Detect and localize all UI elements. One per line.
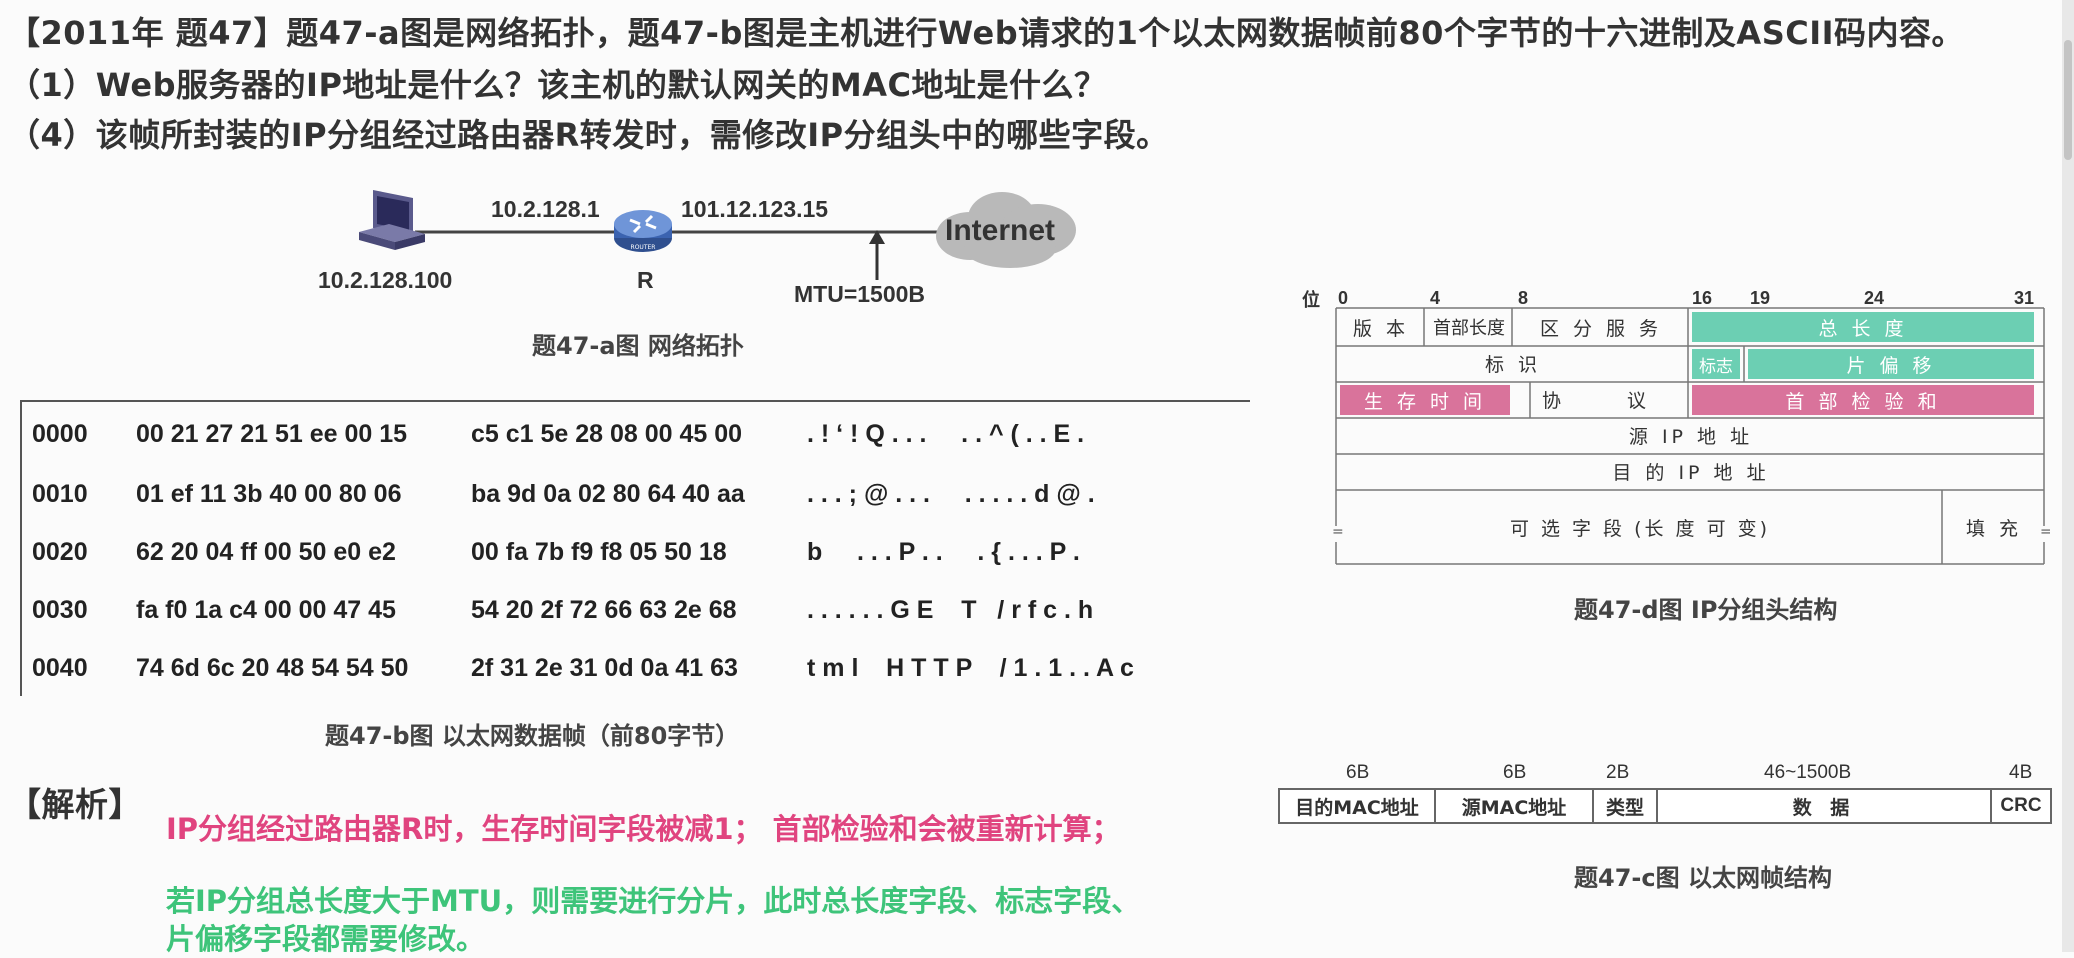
bit-number: 31 xyxy=(2014,288,2035,308)
hex-bytes-1: 74 6d 6c 20 48 54 54 50 xyxy=(136,654,409,682)
hex-offset: 0020 xyxy=(32,538,88,566)
hex-ascii: . ! ‘ ! Q . . . . . ^ ( . . E . xyxy=(807,420,1085,448)
router-label: R xyxy=(637,267,654,293)
ip-field-source-address: 源 IP 地 址 xyxy=(1628,425,1754,448)
ip-field-tos: 区 分 服 务 xyxy=(1539,317,1663,340)
hex-bytes-1: 00 21 27 21 51 ee 00 15 xyxy=(136,420,408,448)
hex-ascii: b . . . P . . . { . . . P . xyxy=(807,538,1080,566)
hex-ascii: . . . . . . G E T / r f c . h xyxy=(807,596,1094,624)
ip-field-destination-address: 目 的 IP 地 址 xyxy=(1612,461,1770,484)
bit-number: 24 xyxy=(1864,288,1885,308)
bit-number: 19 xyxy=(1750,288,1771,308)
analysis-line-1: IP分组经过路由器R时，生存时间字段被减1； 首部检验和会被重新计算； xyxy=(166,812,1121,846)
svg-text:=: = xyxy=(2040,524,2050,540)
eth-field-data: 数 据 xyxy=(1658,790,1992,822)
analysis-line-2: 若IP分组总长度大于MTU，则需要进行分片，此时总长度字段、标志字段、 xyxy=(166,884,1141,918)
ip-field-fragment-offset: 片 偏 移 xyxy=(1748,349,2034,379)
eth-frame-box: 目的MAC地址 源MAC地址 类型 数 据 CRC xyxy=(1278,788,2052,824)
internet-label: Internet xyxy=(945,214,1056,247)
mtu-label: MTU=1500B xyxy=(794,281,926,307)
topology-lines xyxy=(415,230,960,280)
router-badge: ROUTER xyxy=(631,244,656,251)
eth-size-label: 2B xyxy=(1606,762,1630,783)
hex-ascii: . . . ; @ . . . . . . . . d @ . xyxy=(807,480,1095,508)
bit-number: 16 xyxy=(1692,288,1713,308)
ip-field-version: 版 本 xyxy=(1352,317,1410,340)
hex-offset: 0010 xyxy=(32,480,88,508)
hex-bytes-2: 54 20 2f 72 66 63 2e 68 xyxy=(471,596,737,624)
hex-bytes-1: 62 20 04 ff 00 50 e0 e2 xyxy=(136,538,396,566)
scrollbar-thumb[interactable] xyxy=(2064,40,2072,160)
hex-bytes-2: c5 c1 5e 28 08 00 45 00 xyxy=(471,420,743,448)
topology-caption: 题47-a图 网络拓扑 xyxy=(532,332,744,360)
ip-field-protocol: 协 议 xyxy=(1541,389,1677,412)
hexdump-left-border xyxy=(20,400,22,696)
ip-field-total-length: 总 长 度 xyxy=(1692,312,2034,342)
svg-text:=: = xyxy=(1332,524,1344,540)
hex-offset: 0040 xyxy=(32,654,88,682)
router-right-ip: 101.12.123.15 xyxy=(681,196,829,222)
scrollbar-track[interactable] xyxy=(2062,0,2074,952)
bit-label: 位 xyxy=(1302,290,1320,311)
eth-frame-caption: 题47-c图 以太网帧结构 xyxy=(1574,864,1832,892)
analysis-line-3: 片偏移字段都需要修改。 xyxy=(166,922,486,956)
analysis-label: 【解析】 xyxy=(8,785,142,824)
bit-number: 8 xyxy=(1518,288,1529,308)
hex-offset: 0030 xyxy=(32,596,88,624)
hex-bytes-1: fa f0 1a c4 00 00 47 45 xyxy=(136,596,396,624)
ip-field-flags: 标志 xyxy=(1692,349,1740,379)
eth-field-src-mac: 源MAC地址 xyxy=(1436,790,1594,822)
hex-offset: 0000 xyxy=(32,420,88,448)
eth-field-type: 类型 xyxy=(1594,790,1658,822)
host-computer-icon xyxy=(359,190,425,250)
hex-bytes-1: 01 ef 11 3b 40 00 80 06 xyxy=(136,480,402,508)
question-4: （4）该帧所封装的IP分组经过路由器R转发时，需修改IP分组头中的哪些字段。 xyxy=(8,116,1169,154)
internet-cloud-icon xyxy=(936,192,1076,268)
eth-field-crc: CRC xyxy=(2000,795,2042,816)
bit-number: 4 xyxy=(1430,288,1441,308)
ip-field-ihl: 首部长度 xyxy=(1433,318,1505,339)
ip-field-ttl: 生 存 时 间 xyxy=(1340,385,1510,415)
router-icon: ROUTER xyxy=(614,210,672,252)
hex-ascii: t m l H T T P / 1 . 1 . . A c xyxy=(807,654,1134,682)
ip-field-checksum: 首 部 检 验 和 xyxy=(1692,385,2034,415)
hexdump-top-border xyxy=(20,400,1250,402)
eth-field-dest-mac: 目的MAC地址 xyxy=(1280,790,1436,822)
mtu-arrow-head xyxy=(869,230,885,244)
ip-field-options: 可 选 字 段 (长 度 可 变) xyxy=(1509,517,1771,540)
router-left-ip: 10.2.128.1 xyxy=(491,196,600,222)
eth-size-label: 46~1500B xyxy=(1764,762,1852,783)
host-ip: 10.2.128.100 xyxy=(318,267,453,293)
hex-bytes-2: 2f 31 2e 31 0d 0a 41 63 xyxy=(471,654,738,682)
question-1: （1）Web服务器的IP地址是什么？该主机的默认网关的MAC地址是什么？ xyxy=(8,66,1107,104)
ip-field-identification: 标 识 xyxy=(1484,353,1542,376)
ip-header-caption: 题47-d图 IP分组头结构 xyxy=(1574,596,1838,624)
bit-number: 0 xyxy=(1338,288,1349,308)
question-title: 【2011年 题47】题47-a图是网络拓扑，题47-b图是主机进行Web请求的… xyxy=(8,14,1965,52)
ip-field-padding: 填 充 xyxy=(1965,517,2023,540)
eth-size-label: 6B xyxy=(1346,762,1370,783)
hex-bytes-2: 00 fa 7b f9 f8 05 50 18 xyxy=(471,538,727,566)
ip-header-grid: = = xyxy=(1332,307,2050,565)
eth-size-label: 4B xyxy=(2009,762,2033,783)
hexdump-caption: 题47-b图 以太网数据帧（前80字节） xyxy=(325,722,740,750)
hex-bytes-2: ba 9d 0a 02 80 64 40 aa xyxy=(471,480,745,508)
eth-size-label: 6B xyxy=(1503,762,1527,783)
